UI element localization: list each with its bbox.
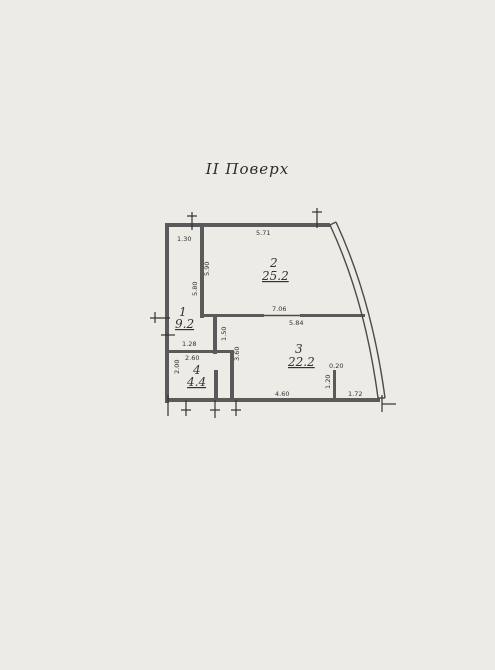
wall-corridor-right: [213, 317, 217, 354]
room-labels: 2 25.2 1 9.2 3 22.2 4 4.4: [175, 256, 315, 389]
wall-room4-right: [230, 350, 234, 400]
room-1-area: 9.2: [175, 317, 194, 331]
curved-window-outer: [335, 221, 386, 399]
dim-label: 1.50: [220, 327, 228, 341]
dim-label: 0.20: [329, 362, 343, 370]
dim-label: 5.84: [289, 319, 303, 327]
dimension-labels: 1.30 5.71 5.90 5.80 7.06 5.84 1.28 1.50 …: [173, 229, 362, 398]
wall-bottom: [165, 398, 380, 402]
axis-marks: [150, 208, 396, 418]
floor-title: II Поверх: [205, 160, 290, 178]
wall-stub-bottom: [333, 370, 336, 400]
room-4-number: 4: [192, 363, 201, 377]
dim-label: 2.60: [185, 354, 199, 362]
room-3-number: 3: [295, 342, 303, 356]
wall-room2-bottom-left: [204, 314, 264, 317]
dim-label: 1.20: [324, 375, 332, 389]
wall-room2-bottom-right: [300, 314, 365, 317]
wall-top: [165, 223, 330, 227]
room-2-area: 25.2: [261, 269, 289, 283]
dim-label: 5.71: [256, 229, 270, 237]
window-edge-top: [329, 221, 337, 226]
dim-label: 3.60: [233, 347, 241, 361]
dim-label: 4.60: [275, 390, 289, 398]
dim-label: 5.80: [191, 282, 199, 296]
wall-left: [165, 223, 169, 403]
wall-room4-top: [166, 350, 234, 353]
curved-window-inner: [329, 224, 379, 399]
room-2-number: 2: [269, 256, 278, 270]
dim-label: 1.72: [348, 390, 362, 398]
room-3-area: 22.2: [287, 355, 315, 369]
wall-inner-vertical-top: [200, 223, 204, 318]
wall-room4-inner: [214, 370, 218, 400]
room-1-number: 1: [179, 305, 187, 319]
dim-label: 5.90: [203, 262, 211, 276]
dim-label: 1.28: [182, 340, 196, 348]
dim-label: 2.00: [173, 360, 181, 374]
dim-label: 1.30: [177, 235, 191, 243]
walls: [165, 221, 386, 403]
dim-label: 7.06: [272, 305, 286, 313]
room-4-area: 4.4: [186, 375, 206, 389]
